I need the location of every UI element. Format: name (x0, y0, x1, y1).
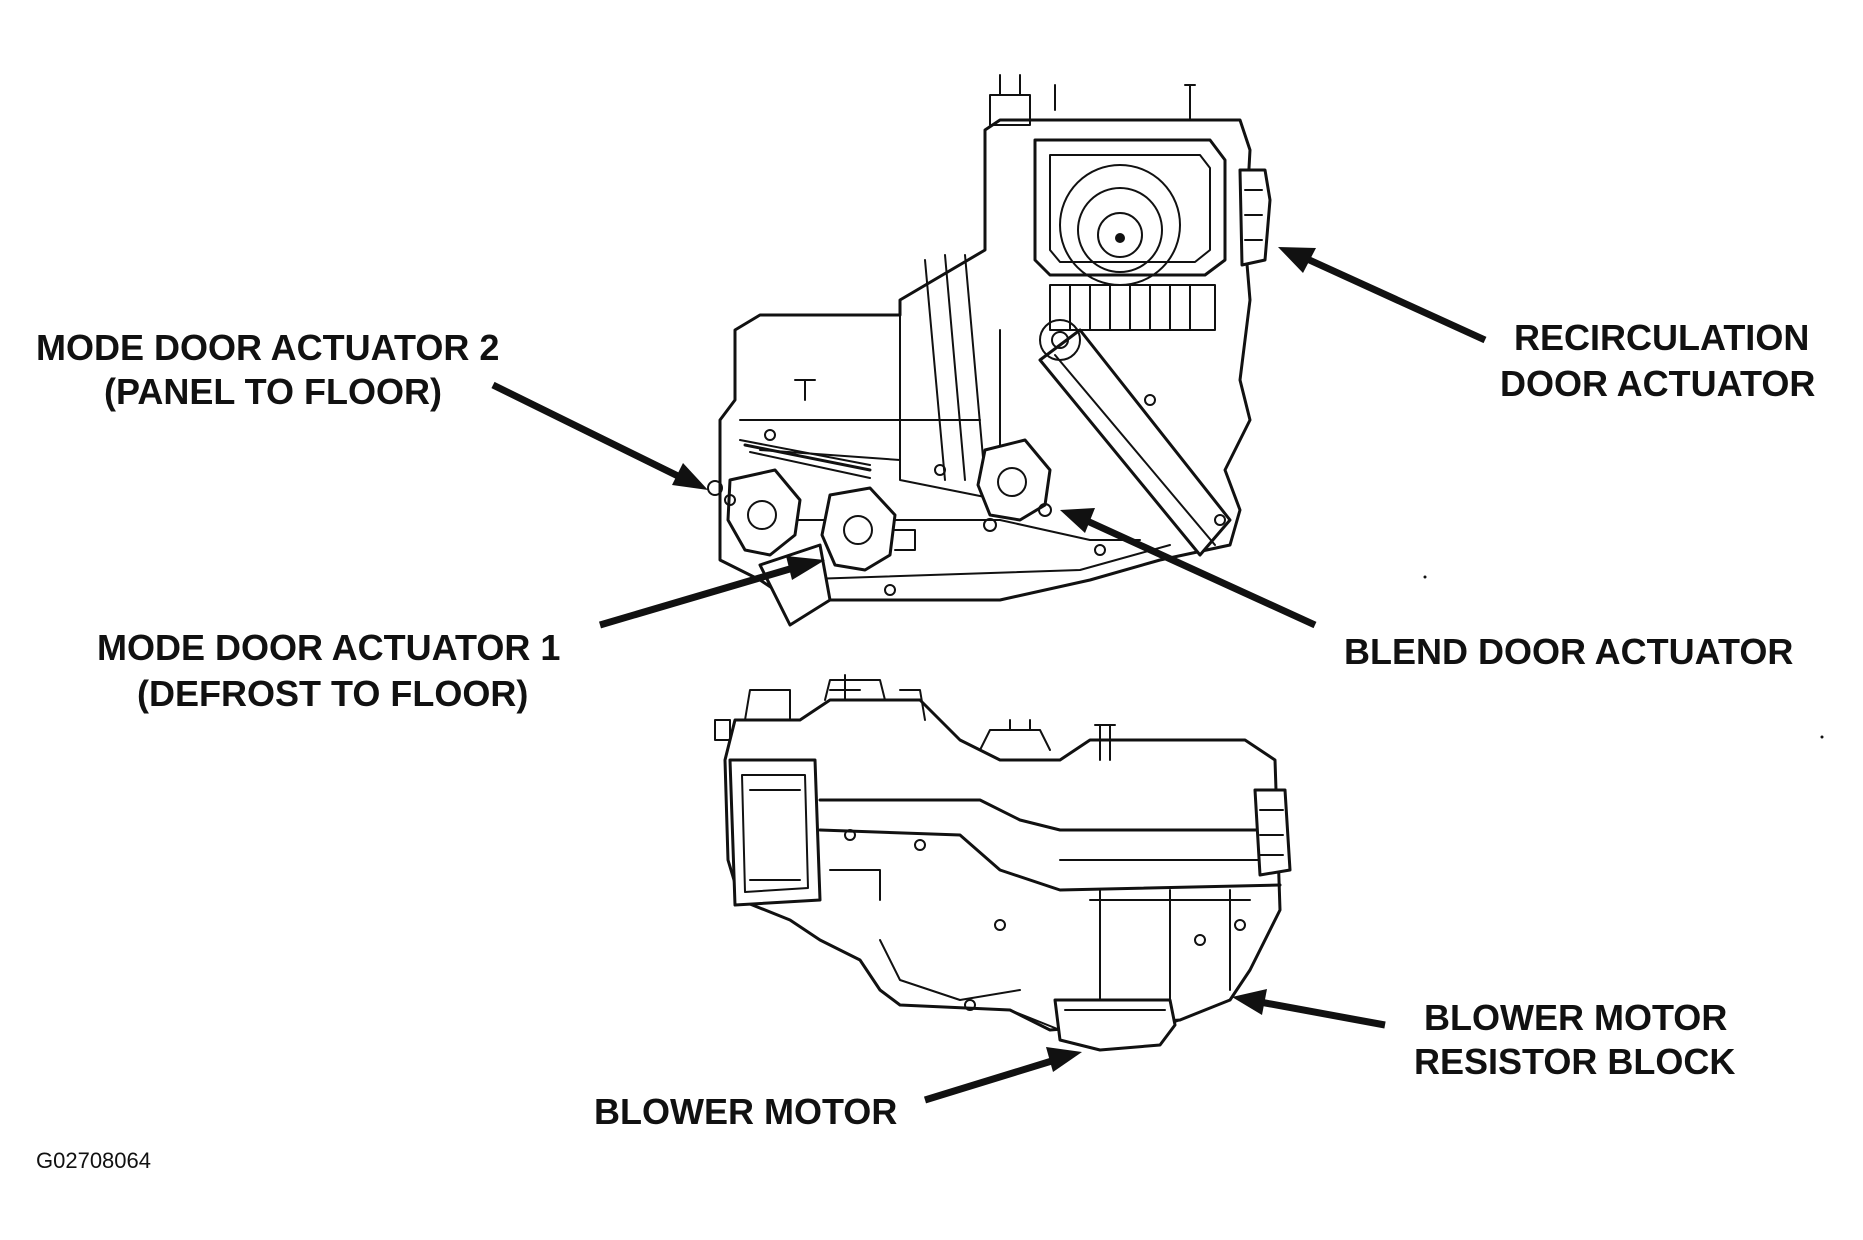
label-blower-resistor-line2: RESISTOR BLOCK (1414, 1041, 1736, 1082)
label-recirculation-line2: DOOR ACTUATOR (1500, 363, 1816, 404)
speck-dot (1820, 735, 1824, 739)
leader-arrows (491, 247, 1487, 1104)
lower-hvac-housing (714, 674, 1292, 1052)
label-blower-resistor-line1: BLOWER MOTOR (1424, 997, 1728, 1038)
label-mode-door-actuator-2-line2: (PANEL TO FLOOR) (104, 371, 442, 412)
upper-hvac-housing (707, 74, 1272, 627)
label-mode-door-actuator-1-line1: MODE DOOR ACTUATOR 1 (97, 627, 561, 668)
label-mode-door-actuator-2-line1: MODE DOOR ACTUATOR 2 (36, 327, 500, 368)
figure-code: G02708064 (36, 1148, 151, 1173)
label-recirculation-line1: RECIRCULATION (1514, 317, 1810, 358)
label-blend-door-actuator: BLEND DOOR ACTUATOR (1344, 631, 1794, 672)
speck-dot (1423, 575, 1427, 579)
label-blower-motor: BLOWER MOTOR (594, 1091, 898, 1132)
label-mode-door-actuator-1-line2: (DEFROST TO FLOOR) (137, 673, 529, 714)
